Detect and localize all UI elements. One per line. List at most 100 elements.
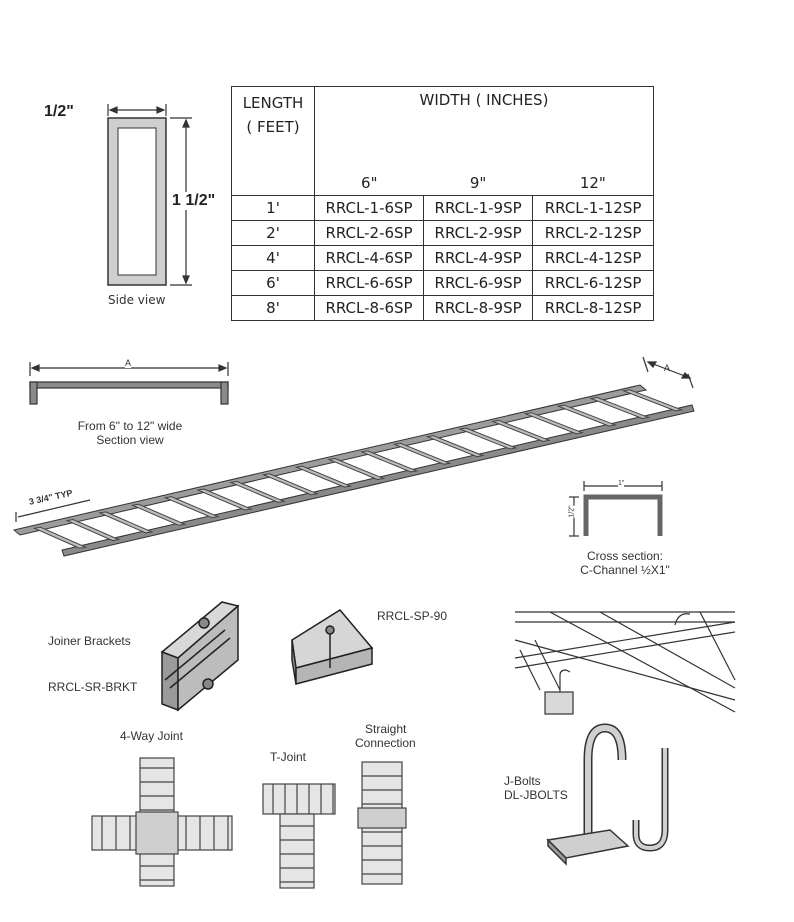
length-cell: 2' (231, 219, 315, 246)
ladder-rung (458, 427, 518, 450)
width-6-header: 6" (314, 170, 424, 196)
ladder-rung (589, 396, 651, 419)
ladder-rung (229, 480, 286, 503)
ladder-rung (523, 412, 584, 435)
length-header-line2: ( FEET) (246, 118, 300, 136)
ladder-rung (621, 389, 684, 412)
rung-spacing-label: 3 3/4" TYP (28, 487, 74, 507)
length-cell: 6' (231, 269, 315, 296)
side-view-height-label: 1 1/2" (170, 192, 218, 210)
length-cell: 4' (231, 244, 315, 271)
ladder-rung (425, 435, 485, 458)
section-view-caption-line1: From 6" to 12" wide (77, 419, 183, 433)
jbolt-hanger-scene (514, 611, 736, 715)
ladder-rung (294, 465, 353, 488)
part-cell: RRCL-6-12SP (532, 269, 654, 296)
width-12-header: 12" (532, 170, 654, 196)
table-row: 1' RRCL-1-6SP RRCL-1-9SP RRCL-1-12SP (231, 194, 654, 221)
ladder-rung (392, 442, 452, 465)
ladder-rung (556, 404, 618, 427)
ladder-rung (163, 496, 220, 519)
joiner-bracket-part-number: RRCL-SR-BRKT (48, 680, 138, 694)
part-cell: RRCL-1-6SP (313, 194, 425, 221)
part-cell: RRCL-8-9SP (423, 294, 534, 321)
part-cell: RRCL-2-6SP (313, 219, 425, 246)
ladder-back-rail (12, 384, 648, 536)
side-view-profile (107, 117, 167, 286)
ladder-rungs (32, 389, 684, 549)
cross-section-top-dimension: 1" (618, 480, 625, 487)
table-row: 2' RRCL-2-6SP RRCL-2-9SP RRCL-2-12SP (231, 219, 654, 246)
t-joint-vertical-section (279, 813, 315, 889)
ladder-rung (32, 526, 88, 549)
four-way-joint-label: 4-Way Joint (120, 729, 183, 743)
ladder-rung (65, 519, 121, 542)
four-way-joint-illustration (91, 757, 233, 887)
rung-spacing-dimension (15, 499, 91, 522)
part-cell: RRCL-6-6SP (313, 269, 425, 296)
corner-bracket-illustration (291, 609, 374, 685)
t-joint-illustration (262, 783, 336, 889)
part-cell: RRCL-6-9SP (423, 269, 534, 296)
part-cell: RRCL-4-6SP (313, 244, 425, 271)
side-view-width-label: 1/2" (44, 103, 74, 120)
corner-bracket-part-number: RRCL-SP-90 (377, 609, 448, 623)
length-header: LENGTH ( FEET) (231, 86, 315, 196)
j-bolt-small-illustration (632, 748, 669, 852)
cross-section-caption-line1: Cross section: (586, 549, 664, 563)
section-view-profile (29, 362, 229, 405)
part-cell: RRCL-4-9SP (423, 244, 534, 271)
straight-connection-label: Straight Connection (355, 722, 416, 750)
side-view-width-dimension (107, 104, 167, 116)
length-header-line1: LENGTH (242, 94, 304, 112)
section-view-dimension-a: A (125, 358, 132, 368)
table-row: 8' RRCL-8-6SP RRCL-8-9SP RRCL-8-12SP (231, 294, 654, 321)
length-cell: 8' (231, 294, 315, 321)
part-cell: RRCL-1-9SP (423, 194, 534, 221)
straight-connection-illustration (357, 761, 407, 885)
j-bolts-part-number: DL-JBOLTS (504, 788, 568, 802)
part-number-table: LENGTH ( FEET) WIDTH ( INCHES) 6" 9" 12"… (231, 86, 654, 321)
j-bolts-label: J-Bolts DL-JBOLTS (504, 774, 568, 802)
t-joint-horizontal-section (262, 783, 336, 815)
width-9-header: 9" (423, 170, 533, 196)
ladder-rails (12, 384, 695, 557)
width-header: WIDTH ( INCHES) (314, 86, 654, 171)
ladder-rung (359, 450, 419, 473)
ladder-rung (98, 511, 154, 534)
part-cell: RRCL-8-6SP (313, 294, 425, 321)
table-row: 6' RRCL-6-6SP RRCL-6-9SP RRCL-6-12SP (231, 269, 654, 296)
joiner-brackets-label: Joiner Brackets (48, 634, 131, 648)
ladder-rung (196, 488, 253, 511)
part-cell: RRCL-2-12SP (532, 219, 654, 246)
four-way-splice (135, 811, 179, 855)
part-cell: RRCL-1-12SP (532, 194, 654, 221)
straight-connection-line2: Connection (355, 736, 416, 750)
ladder-rung (130, 503, 187, 526)
part-cell: RRCL-4-12SP (532, 244, 654, 271)
straight-splice (357, 807, 407, 829)
part-cell: RRCL-2-9SP (423, 219, 534, 246)
j-bolts-line1: J-Bolts (504, 774, 541, 788)
straight-section (361, 761, 403, 885)
cross-section-caption-line2: C-Channel ½X1" (580, 563, 670, 577)
width-header-label: WIDTH ( INCHES) (419, 91, 549, 109)
length-cell: 1' (231, 194, 315, 221)
side-view-caption: Side view (108, 293, 166, 307)
table-row: 4' RRCL-4-6SP RRCL-4-9SP RRCL-4-12SP (231, 244, 654, 271)
cross-section-caption: Cross section: C-Channel ½X1" (560, 549, 690, 577)
t-joint-label: T-Joint (270, 750, 307, 764)
ladder-rung (261, 473, 320, 496)
four-way-vertical-section (139, 757, 175, 887)
four-way-horizontal-section (91, 815, 233, 851)
ladder-rung (490, 419, 551, 442)
ladder-end-dimension-a: A (664, 363, 671, 373)
straight-connection-line1: Straight (365, 722, 407, 736)
part-cell: RRCL-8-12SP (532, 294, 654, 321)
joiner-bracket-illustration (160, 601, 240, 712)
ladder-rung (327, 457, 386, 481)
section-view-caption-line2: Section view (96, 433, 164, 447)
section-view-caption: From 6" to 12" wide Section view (60, 419, 200, 447)
cross-section-side-dimension: 1/2" (568, 505, 576, 518)
c-channel-cross-section (569, 481, 663, 537)
